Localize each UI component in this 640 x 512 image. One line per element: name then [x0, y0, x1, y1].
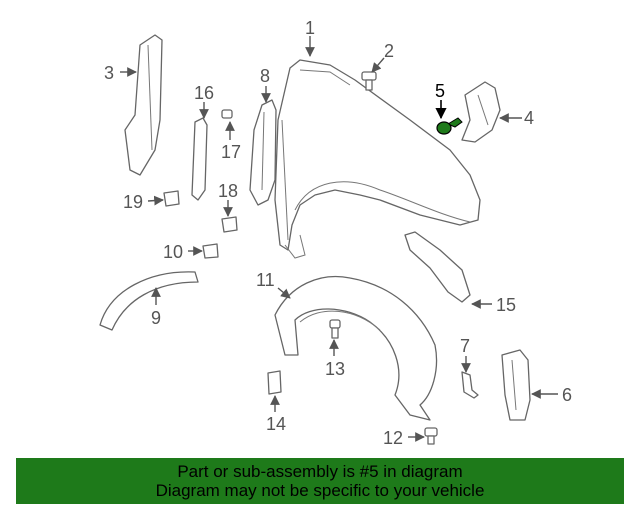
callout-7: 7	[460, 336, 470, 356]
banner-line-part: Part or sub-assembly is #5 in diagram	[177, 462, 463, 481]
support-part-8	[249, 99, 277, 206]
bolt-part-2	[361, 71, 377, 91]
callout-17: 17	[221, 142, 241, 162]
callout-14: 14	[266, 414, 286, 434]
callout-15: 15	[496, 295, 516, 315]
banner-line-disclaimer: Diagram may not be specific to your vehi…	[155, 481, 485, 500]
callout-18: 18	[218, 181, 238, 201]
callout-9: 9	[151, 308, 161, 328]
callout-12: 12	[383, 428, 403, 448]
callout-1: 1	[305, 18, 315, 38]
callout-16: 16	[194, 83, 214, 103]
callout-3: 3	[104, 63, 114, 83]
clip-part-19	[163, 190, 180, 207]
molding-part-3	[124, 34, 163, 176]
stay-part-7	[461, 371, 479, 399]
callout-4: 4	[524, 108, 534, 128]
diagram-info-banner: Part or sub-assembly is #5 in diagram Di…	[16, 458, 624, 504]
callout-6: 6	[562, 385, 572, 405]
flare-part-9	[99, 271, 199, 331]
bolt-part-13	[329, 319, 341, 339]
clip-part-14	[267, 370, 282, 395]
bracket-part-4	[461, 81, 501, 143]
bolt-part-12	[424, 427, 438, 445]
liner-part-11	[274, 276, 438, 421]
fender-part	[274, 59, 481, 259]
parts-diagram: 1 2 3 4 5 6 7 8 9 10 11 12 13 14 15 16 1…	[99, 18, 572, 448]
bracket-part-6	[501, 349, 531, 421]
callout-19: 19	[123, 192, 143, 212]
callout-13: 13	[325, 359, 345, 379]
seal-part-15	[404, 231, 471, 303]
callout-2: 2	[384, 41, 394, 61]
clip-part-10	[202, 243, 219, 259]
clip-part-18	[221, 216, 238, 233]
leader-lines	[120, 36, 558, 442]
seal-part-16	[191, 117, 208, 201]
callout-11: 11	[256, 270, 275, 290]
callout-8: 8	[260, 66, 270, 86]
clip-part-17	[221, 109, 233, 119]
callout-10: 10	[163, 242, 183, 262]
clip-part-5	[436, 117, 463, 135]
callout-5: 5	[435, 81, 445, 101]
callout-labels: 1 2 3 4 5 6 7 8 9 10 11 12 13 14 15 16 1…	[104, 18, 572, 448]
